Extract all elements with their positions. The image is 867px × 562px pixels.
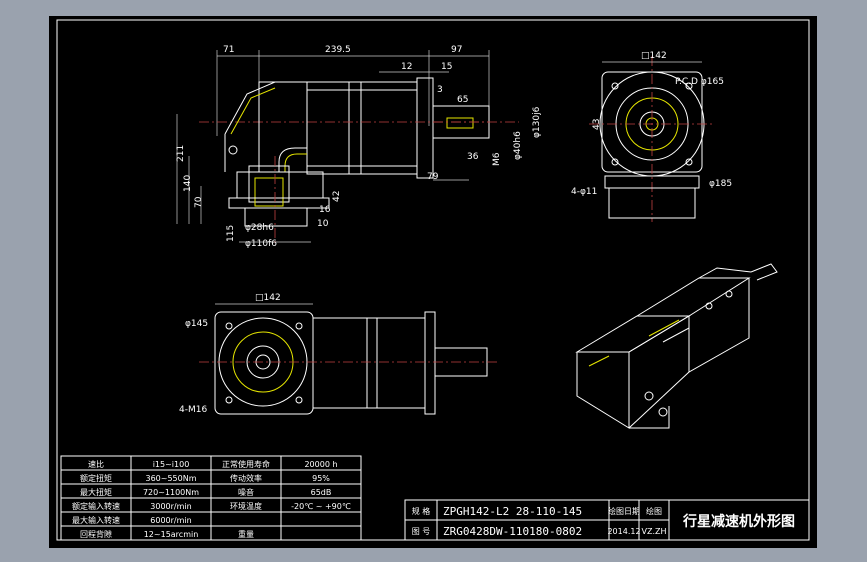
dim-130j6: φ130j6 [532,106,542,138]
spec-value: 360~550Nm [145,474,196,483]
drawing-sheet: 71 239.5 97 12 15 3 65 [49,16,817,548]
dim-97: 97 [451,45,462,55]
spec-value: -20℃ ~ +90℃ [291,502,351,511]
drawing-no-label: 图 号 [412,527,431,536]
spec-key: 额定输入转速 [72,501,120,511]
end-view: □142 P.C.D φ165 43 φ185 4-φ11 [571,51,732,222]
drawing-no-value: ZRG0428DW-110180-0802 [443,525,582,538]
dim-m6: M6 [492,152,502,166]
drawing-canvas: 71 239.5 97 12 15 3 65 [56,19,810,541]
dim-145: φ145 [185,319,208,329]
spec-value: 6000r/min [150,516,191,525]
bottom-view: □142 φ145 4-M16 [179,293,499,415]
dim-65: 65 [457,95,468,105]
dim-12: 12 [401,62,412,72]
dim-79: 79 [427,172,439,182]
dim-sq142-bottom: □142 [255,293,281,303]
dim-239-5: 239.5 [325,45,351,55]
date-value: 2014.12 [607,527,640,536]
spec-label: 规 格 [412,506,431,516]
dim-16: 16 [319,205,331,215]
spec-key: 正常使用寿命 [222,459,270,469]
drawing-title: 行星减速机外形图 [682,513,795,530]
spec-key: 噪音 [238,487,254,497]
spec-value: ZPGH142-L2 28-110-145 [443,505,582,518]
dim-28h6: φ28h6 [245,223,274,233]
spec-key: 环境温度 [230,501,262,511]
spec-value: 20000 h [304,460,337,469]
isometric-view [575,263,778,429]
dim-4-m16: 4-M16 [179,405,207,415]
dim-10: 10 [317,219,329,229]
drawer-value: VZ.ZH [642,527,667,536]
spec-value: 65dB [311,488,332,497]
date-label: 绘图日期 [608,506,640,516]
spec-value: 95% [312,474,330,483]
spec-key: 额定扭矩 [80,473,112,483]
spec-key: 最大输入转速 [72,515,120,525]
dim-70: 70 [194,196,204,208]
dim-4-holes-11: 4-φ11 [571,187,597,197]
dim-115: 115 [226,225,236,242]
dim-71: 71 [223,45,234,55]
spec-key: 重量 [238,529,254,539]
dim-110f6: φ110f6 [245,239,277,249]
dim-140: 140 [183,175,193,192]
dim-36: 36 [467,152,479,162]
dim-sq142-end: □142 [641,51,667,61]
spec-key: 最大扭矩 [80,487,112,497]
dim-211: 211 [176,145,186,162]
drawer-label: 绘图 [646,506,662,516]
dim-185: φ185 [709,179,732,189]
dim-3: 3 [437,85,443,95]
spec-key: 回程背隙 [80,529,112,539]
dim-15: 15 [441,62,452,72]
spec-table: 速比 i15~i100 正常使用寿命 20000 h 额定扭矩 360~550N… [60,455,362,541]
dim-40h6: φ40h6 [513,131,523,160]
dim-43: 43 [592,119,602,130]
side-view: 71 239.5 97 12 15 3 65 [176,45,542,249]
spec-value: 12~15arcmin [144,530,199,539]
spec-key: 传动效率 [230,473,262,483]
spec-key: 速比 [88,459,104,469]
spec-value: 3000r/min [150,502,191,511]
dim-42: 42 [332,191,342,202]
title-block: 规 格 图 号 ZPGH142-L2 28-110-145 ZRG0428DW-… [404,499,810,541]
spec-value: i15~i100 [153,460,190,469]
spec-value: 720~1100Nm [143,488,199,497]
dim-pcd165: P.C.D φ165 [675,77,724,87]
